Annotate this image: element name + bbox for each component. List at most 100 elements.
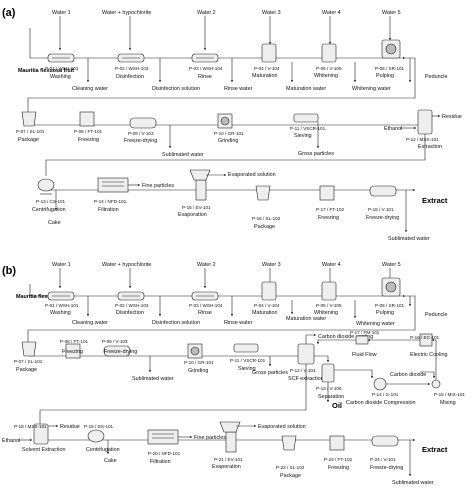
sublimated-water-label-b: Sublimated water: [132, 376, 174, 382]
unit-b-19-tag: P-19 / DS-101: [84, 424, 114, 429]
sieve-icon: [233, 343, 259, 353]
unit-b-24-tag: P-24 / V-101: [370, 457, 396, 462]
unit-a-06-name: Pulping: [376, 73, 394, 79]
unit-b-23-name: Freezing: [328, 465, 349, 471]
unit-b-08-tag: P-08 / FT-101: [60, 339, 89, 344]
maturation-water-label: Maturation water: [286, 86, 326, 92]
unit-b-21-tag: P-21 / EV-101: [214, 457, 243, 462]
sublimated-water-label-a: Sublimated water: [162, 152, 204, 158]
gross-particles-label-a: Gross particles: [298, 151, 334, 157]
unit-b-04-name: Maturation: [252, 310, 277, 316]
centrifuge-icon: [37, 178, 55, 195]
row1-water-inputs: Water 1 Water + hypochlorite Water 2 Wat…: [52, 10, 401, 51]
rinse-water-label-b: Rinse water: [224, 320, 253, 326]
centrifuge-icon: [87, 429, 105, 443]
disinfection-solution-label-b: Disinfection solution: [152, 320, 200, 326]
co2-label-b: Carbon dioxide: [390, 372, 426, 378]
tank-icon: [261, 43, 277, 63]
unit-a-13-name: Centrifugation: [32, 207, 66, 213]
whitening-water-label: Whitening water: [352, 86, 391, 92]
unit-b-18-name: Solvent Extraction: [22, 447, 65, 453]
unit-a-13-tag: P-13 / CS-101: [36, 199, 66, 204]
unit-b-09-tag: P-09 / V-103: [102, 339, 128, 344]
water2-label-b: Water 2: [197, 262, 216, 268]
scf-extractor-icon: [297, 343, 315, 365]
unit-b-22-name: Package: [280, 473, 301, 479]
unit-b-06-name: Pulping: [376, 310, 394, 316]
flow-meter-icon: [355, 335, 369, 345]
unit-b-10-tag: P-10 / GR-101: [184, 360, 214, 365]
unit-b-21-name: Evaporation: [212, 464, 241, 470]
freeze-dryer-icon: [369, 185, 397, 197]
washer-icon: [47, 53, 75, 63]
water5-label: Water 5: [382, 10, 401, 16]
unit-a-04-tag: P-04 / V-104: [254, 66, 280, 71]
cleaning-water-label: Cleaning water: [72, 86, 108, 92]
unit-b-04-tag: P-04 / V-104: [254, 303, 280, 308]
water-hypo-label-b: Water + hypochlorite: [102, 262, 151, 268]
unit-a-18-name: Freeze-drying: [366, 215, 399, 221]
unit-b-16-tag: P-16 / EC-101: [410, 335, 440, 340]
unit-b-17-name: Fluid Flow: [352, 352, 377, 358]
panel-a: (a) Mauritia flexuosa fruit Water 1 Wate…: [2, 7, 462, 242]
sublimated-water-2-label-b: Sublimated water: [392, 480, 434, 486]
grinder-icon: [217, 113, 233, 129]
unit-a-07-tag: P-07 / SL-101: [16, 129, 45, 134]
evaporator-icon: [219, 421, 241, 453]
unit-a-16-name: Package: [254, 224, 275, 230]
sieve-icon: [293, 113, 319, 123]
unit-a-17-tag: P-17 / FT-102: [316, 207, 345, 212]
source-label-b: Mauritia flexuosa fruit: [16, 294, 72, 300]
whitening-water-label-b: Whitening water: [356, 321, 395, 327]
cake-label-b: Cake: [104, 458, 117, 464]
row-connector-2-b: [39, 364, 307, 424]
pulper-icon: [381, 39, 401, 59]
freezer-icon: [319, 185, 335, 201]
unit-b-22-tag: P-22 / SL-102: [276, 465, 305, 470]
tank-icon: [321, 43, 337, 63]
unit-a-11-name: Sieving: [294, 133, 312, 139]
maturation-water-label-b: Maturation water: [286, 316, 326, 322]
unit-b-12-tag: P-12 / V-101: [290, 368, 316, 373]
unit-b-20-tag: P-20 / NFD-101: [148, 451, 181, 456]
row1-water-inputs-b: Water 1 Water + hypochlorite Water 2 Wat…: [52, 262, 401, 289]
unit-b-03-name: Rinse: [198, 310, 212, 316]
ethanol-label-b: Ethanol: [2, 438, 20, 444]
fine-particles-label-a: Fine particles: [142, 183, 174, 189]
unit-b-05-name: Whitening: [314, 310, 338, 316]
panel-b: (b) Mauritia flexuosa fruit Water 1 Wate…: [2, 262, 465, 486]
unit-a-04-name: Maturation: [252, 73, 277, 79]
mixer-icon: [431, 379, 441, 389]
package-icon: [255, 185, 271, 201]
filter-icon: [147, 429, 179, 445]
tank-icon: [321, 281, 337, 301]
row1-main-stream-b: [29, 284, 406, 298]
freezer-icon: [79, 111, 95, 127]
co2-venting-label: Carbon dioxide venting: [318, 334, 373, 340]
water3-label: Water 3: [262, 10, 281, 16]
unit-a-18-tag: P-18 / V-101: [368, 207, 394, 212]
unit-a-16-tag: P-16 / SL-102: [252, 216, 281, 221]
sublimated-water-2-label-a: Sublimated water: [388, 236, 430, 242]
unit-a-15-tag: P-15 / EV-101: [182, 205, 211, 210]
washer-icon: [117, 291, 145, 301]
row-connector-1-b: [27, 295, 416, 344]
unit-a-15-name: Evaporation: [178, 212, 207, 218]
row1-main-stream: [29, 28, 406, 60]
unit-b-10-name: Grinding: [188, 368, 208, 374]
row1-outputs-b: Cleaning water Disinfection solution Rin…: [72, 296, 447, 327]
unit-b-01-tag: P-01 / WSH-101: [45, 303, 79, 308]
gross-particles-label-b: Gross particles: [252, 370, 288, 376]
row1-outputs: Cleaning water Disinfection solution Rin…: [72, 58, 447, 92]
unit-a-02-name: Disinfection: [116, 74, 144, 80]
water-hypo-label: Water + hypochlorite: [102, 10, 151, 16]
cake-label-a: Cake: [48, 220, 61, 226]
unit-a-01-tag: P-01 / WSH-101: [45, 66, 79, 71]
residue-label-b: Residue: [60, 424, 80, 430]
unit-b-23-tag: P-23 / FT-102: [324, 457, 353, 462]
washer-icon: [191, 53, 219, 63]
unit-a-05-name: Whitening: [314, 73, 338, 79]
compressor-icon: [373, 377, 387, 391]
unit-b-11-tag: P-11 / VSCR-101: [230, 358, 266, 363]
unit-a-10-name: Grinding: [218, 138, 238, 144]
